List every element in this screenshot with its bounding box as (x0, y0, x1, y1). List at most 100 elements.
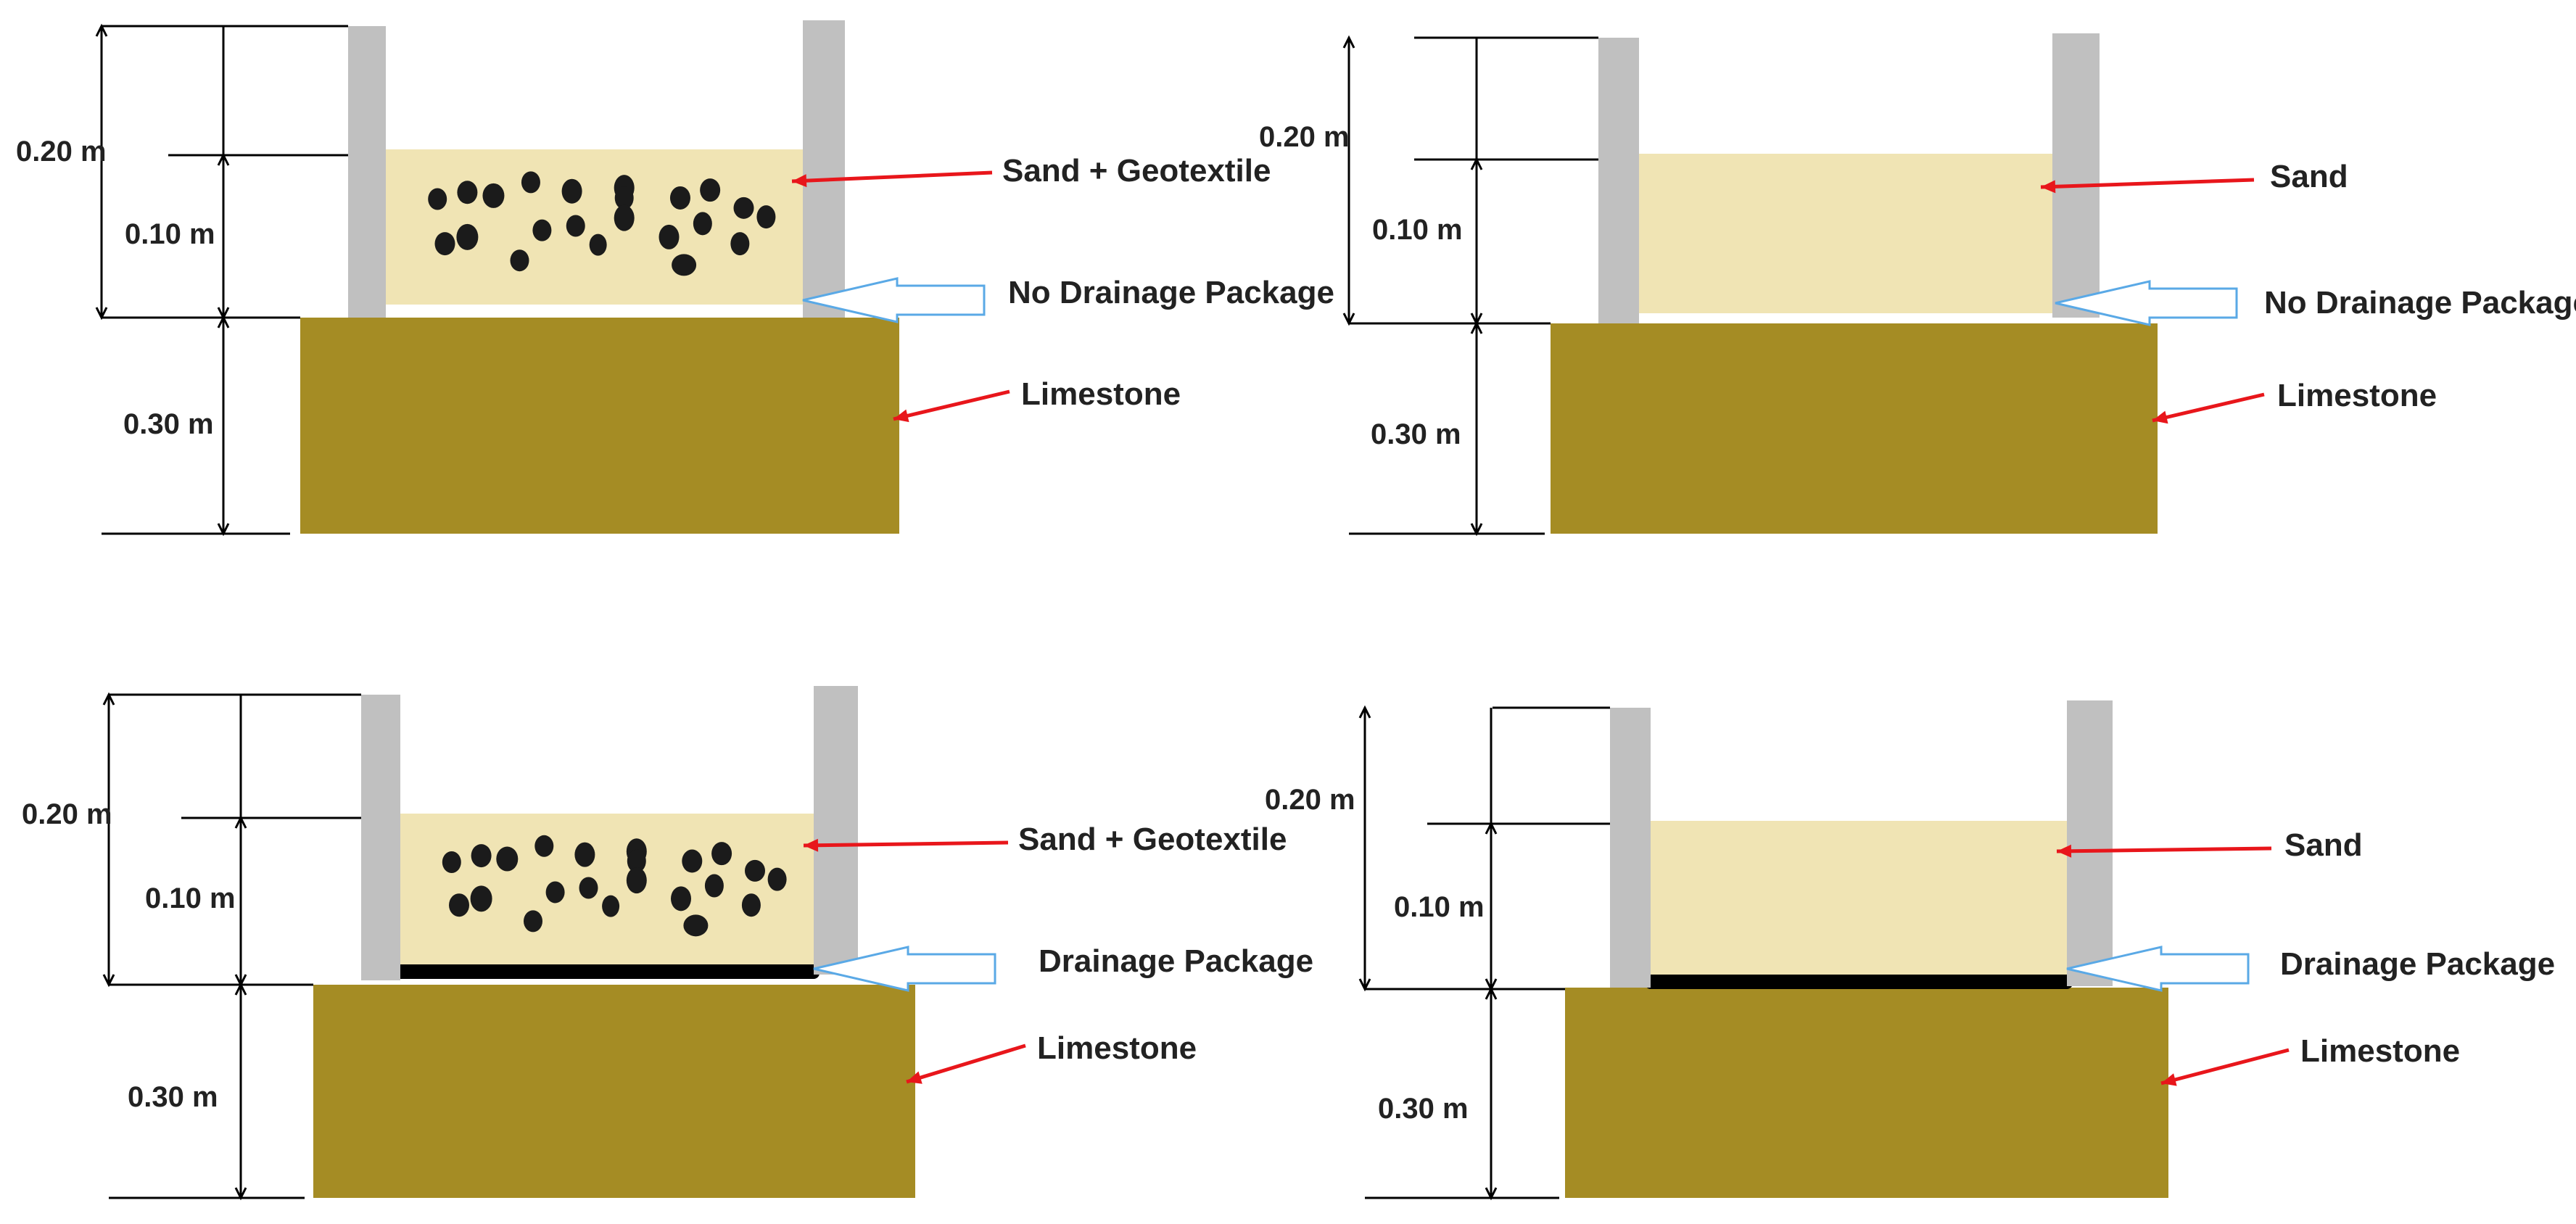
dimension-arrowhead-icon (217, 152, 230, 166)
label-drainage: No Drainage Package (2264, 285, 2576, 321)
dimension-arrowhead-icon (1470, 523, 1483, 537)
pebble (457, 181, 478, 204)
dimension-label-upper: 0.10 m (125, 218, 215, 250)
label-drainage: Drainage Package (1039, 943, 1313, 979)
red-arrow-icon (2152, 392, 2265, 424)
dimension-arrowhead-icon (217, 315, 230, 328)
pebble (561, 178, 582, 204)
pebble (534, 835, 554, 857)
pebble (672, 254, 697, 276)
label-fill: Sand + Geotextile (1018, 822, 1287, 857)
column-wall-left (361, 695, 400, 980)
red-arrow-icon (2056, 844, 2272, 858)
pebble (482, 183, 505, 208)
drainage-package-layer (395, 964, 820, 979)
pebble (693, 212, 712, 236)
red-arrow-icon (893, 389, 1010, 423)
dimension-label-total: 0.20 m (22, 798, 112, 830)
column-wall-right (2052, 33, 2100, 318)
pebble (659, 224, 680, 249)
sand-geotextile-layer (400, 814, 814, 964)
pebble (510, 249, 529, 272)
dimension-arrowhead-icon (1358, 705, 1371, 719)
dimension-arrowhead-icon (1485, 821, 1498, 835)
pebble (669, 186, 690, 210)
pebble (700, 178, 721, 202)
red-arrow-icon (803, 838, 1009, 852)
limestone-layer (1551, 323, 2158, 534)
pebble (767, 867, 787, 891)
dimension-label-total: 0.20 m (1259, 121, 1350, 153)
pebble (682, 849, 703, 873)
dimension-label-lower: 0.30 m (123, 408, 214, 440)
pebble (574, 842, 595, 867)
pebble (614, 204, 635, 231)
label-base: Limestone (2277, 378, 2437, 413)
outline-arrow-icon (2066, 946, 2250, 992)
outline-arrow-icon (813, 946, 996, 992)
pebble (602, 895, 620, 917)
pebble (730, 232, 750, 256)
label-drainage: No Drainage Package (1008, 275, 1334, 310)
geotextile-pebbles (428, 171, 776, 276)
label-drainage: Drainage Package (2280, 946, 2555, 982)
limestone-layer (300, 318, 899, 534)
pebble (532, 219, 552, 241)
pebble (704, 874, 724, 898)
pebble (521, 171, 540, 194)
label-base: Limestone (1021, 376, 1181, 412)
dimension-label-upper: 0.10 m (1372, 214, 1463, 246)
pebble (442, 851, 461, 873)
column-wall-left (348, 26, 386, 318)
dimension-arrowhead-icon (1485, 986, 1498, 1000)
dimension-arrowhead-icon (234, 815, 247, 829)
dimension-label-total: 0.20 m (1265, 784, 1355, 816)
pebble (614, 186, 634, 210)
red-arrow-icon (2160, 1048, 2290, 1086)
dimension-lines (1358, 705, 1610, 1201)
pebble (524, 910, 542, 933)
dimension-arrowhead-icon (95, 307, 108, 321)
outline-arrow-icon (2055, 280, 2238, 326)
pebble (745, 859, 765, 882)
pebble (741, 893, 761, 917)
dimension-arrowhead-icon (1470, 321, 1483, 334)
column-wall-left (1598, 38, 1639, 323)
dimension-arrowhead-icon (217, 523, 230, 537)
dimension-lines (95, 23, 348, 537)
dimension-label-lower: 0.30 m (128, 1081, 218, 1113)
limestone-layer (1565, 988, 2168, 1198)
column-wall-right (814, 686, 858, 975)
pebble (671, 886, 691, 911)
pebble (626, 867, 647, 894)
column-wall-right (803, 20, 845, 318)
outline-arrow-icon (802, 277, 986, 323)
dimension-lines (102, 692, 361, 1201)
pebble (456, 223, 479, 250)
dimension-arrowhead-icon (1342, 35, 1355, 49)
pebble (733, 197, 754, 219)
red-arrow-icon (2040, 178, 2255, 194)
dimension-arrowhead-icon (102, 692, 115, 706)
pebble (756, 205, 776, 229)
red-arrow-icon (906, 1043, 1026, 1084)
pebble (428, 188, 447, 210)
dimension-label-lower: 0.30 m (1378, 1093, 1469, 1125)
dimension-arrowhead-icon (234, 982, 247, 996)
pebble (434, 232, 455, 256)
dimension-arrowhead-icon (102, 974, 115, 988)
dimension-arrowhead-icon (1342, 313, 1355, 326)
pebble (589, 233, 607, 256)
pebble (566, 215, 585, 237)
dimension-arrowhead-icon (95, 23, 108, 37)
pebble (471, 844, 492, 868)
pebble (449, 893, 469, 917)
label-base: Limestone (2300, 1033, 2460, 1069)
label-fill: Sand (2284, 827, 2363, 863)
dimension-label-upper: 0.10 m (1394, 891, 1485, 923)
geotextile-pebbles (442, 835, 787, 937)
